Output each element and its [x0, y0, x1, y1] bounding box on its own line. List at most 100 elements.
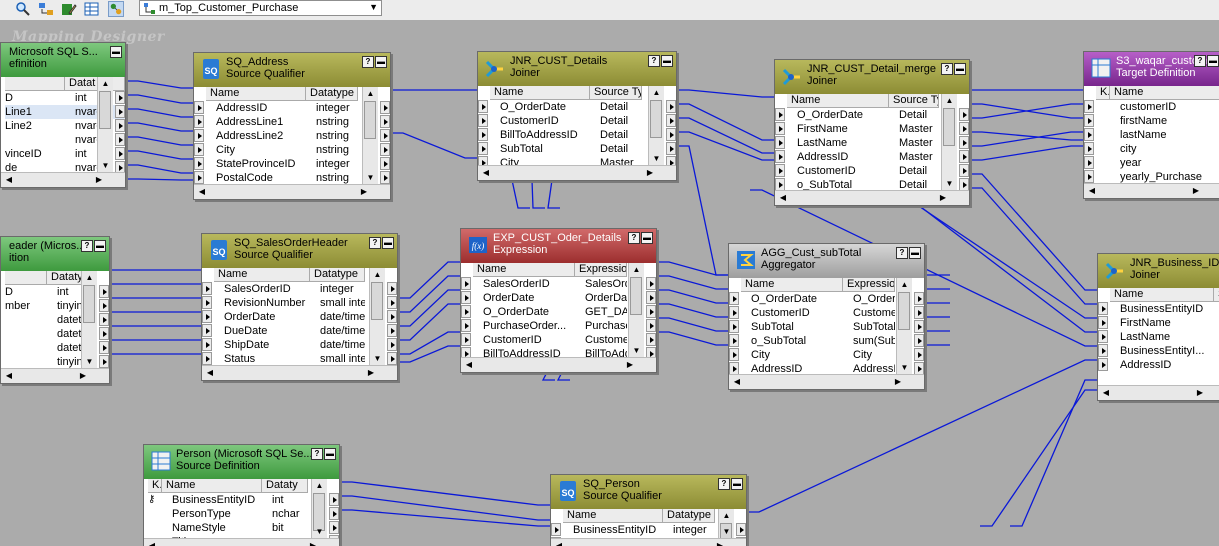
input-port[interactable] — [1084, 128, 1094, 141]
scroll-right-icon[interactable]: ▶ — [646, 168, 654, 177]
port-name[interactable]: BillToAddressID — [500, 129, 578, 141]
scroll-left-icon[interactable]: ◀ — [465, 360, 473, 369]
port-value[interactable]: nstring — [316, 172, 350, 184]
output-port[interactable] — [959, 164, 969, 177]
port-value[interactable]: O_OrderD — [853, 293, 895, 305]
scroll-right-icon[interactable]: ▶ — [716, 541, 724, 546]
output-port[interactable] — [115, 133, 125, 146]
input-port[interactable] — [202, 352, 212, 365]
port-name[interactable]: OrderDate — [483, 292, 535, 304]
output-port[interactable] — [914, 292, 924, 305]
input-port[interactable] — [775, 122, 785, 135]
horizontal-scrollbar[interactable]: ◀▶ — [202, 365, 397, 380]
chevron-down-icon[interactable]: ▼ — [369, 2, 378, 12]
port-name[interactable]: PostalCode — [216, 172, 273, 184]
minimize-button[interactable]: ▬ — [375, 56, 387, 68]
port-value[interactable]: Detail — [899, 165, 928, 177]
table-icon[interactable] — [84, 1, 100, 17]
minimize-button[interactable]: ▬ — [641, 232, 653, 244]
transformation-src-person[interactable]: Person (Microsoft SQL Se...Source Defini… — [143, 444, 340, 546]
column-header[interactable]: Dataty — [262, 479, 308, 493]
port-value[interactable]: nstring — [316, 144, 350, 156]
output-port[interactable] — [959, 108, 969, 121]
column-header[interactable]: Name — [473, 263, 575, 277]
output-port[interactable] — [115, 105, 125, 118]
output-port[interactable] — [666, 100, 676, 113]
help-button[interactable]: ? — [362, 56, 374, 68]
port-value[interactable]: PersonType — [172, 508, 231, 520]
vertical-scrollbar[interactable]: ▲▼ — [896, 278, 912, 375]
scroll-left-icon[interactable]: ◀ — [779, 193, 787, 202]
output-port[interactable] — [959, 122, 969, 135]
scroll-right-icon[interactable]: ▶ — [626, 360, 634, 369]
port-value[interactable]: date/time — [320, 339, 365, 351]
port-name[interactable]: O_OrderDate — [797, 109, 864, 121]
column-header[interactable]: Name — [1110, 86, 1219, 100]
output-port[interactable] — [666, 128, 676, 141]
output-port[interactable] — [646, 319, 656, 332]
output-port[interactable] — [99, 313, 109, 326]
port-name[interactable]: ShipDate — [224, 339, 270, 351]
input-port[interactable] — [775, 150, 785, 163]
scroll-left-icon[interactable]: ◀ — [5, 175, 13, 184]
port-value[interactable]: datetin — [57, 328, 87, 340]
port-name[interactable]: O_OrderDate — [483, 306, 550, 318]
scroll-thumb[interactable] — [364, 101, 376, 139]
output-port[interactable] — [387, 352, 397, 365]
port-name[interactable]: AddressID — [797, 151, 849, 163]
output-port[interactable] — [99, 327, 109, 340]
minimize-button[interactable]: ▬ — [909, 247, 921, 259]
port-name[interactable]: FirstName — [797, 123, 848, 135]
output-port[interactable] — [666, 142, 676, 155]
column-header[interactable]: Source Ty — [889, 94, 939, 108]
output-port[interactable] — [646, 277, 656, 290]
output-port[interactable] — [115, 91, 125, 104]
input-port[interactable] — [1098, 302, 1108, 315]
vertical-scrollbar[interactable]: ▲▼ — [941, 94, 957, 191]
scroll-down-icon[interactable]: ▼ — [632, 346, 641, 355]
scroll-right-icon[interactable]: ▶ — [1196, 388, 1204, 397]
output-port[interactable] — [914, 348, 924, 361]
help-button[interactable]: ? — [369, 237, 381, 249]
port-value[interactable]: Detail — [600, 129, 629, 141]
input-port[interactable] — [551, 523, 561, 536]
output-port[interactable] — [914, 320, 924, 333]
input-port[interactable] — [1098, 316, 1108, 329]
output-port[interactable] — [380, 115, 390, 128]
port-name[interactable] — [158, 507, 162, 521]
scroll-right-icon[interactable]: ▶ — [1192, 186, 1200, 195]
input-port[interactable] — [461, 291, 471, 304]
horizontal-scrollbar[interactable]: ◀▶ — [144, 538, 339, 546]
input-port[interactable] — [1098, 330, 1108, 343]
scroll-up-icon[interactable]: ▲ — [900, 280, 909, 289]
horizontal-scrollbar[interactable]: ◀▶ — [461, 357, 656, 372]
port-value[interactable]: datetin — [57, 314, 87, 326]
vertical-scrollbar[interactable]: ▲▼ — [362, 87, 378, 185]
column-header[interactable]: Name — [206, 87, 306, 101]
horizontal-scrollbar[interactable]: ◀▶ — [194, 184, 390, 199]
output-port[interactable] — [387, 310, 397, 323]
input-port[interactable] — [775, 108, 785, 121]
help-button[interactable]: ? — [1194, 55, 1206, 67]
transformation-header[interactable]: eader (Micros...ition?▬ — [1, 237, 109, 271]
mapping-canvas[interactable]: Mapping Designer Microsoft SQL S...efini… — [0, 20, 1219, 546]
port-value[interactable]: lastName — [1120, 129, 1167, 141]
output-port[interactable] — [666, 114, 676, 127]
scroll-up-icon[interactable]: ▲ — [373, 270, 382, 279]
output-port[interactable] — [387, 324, 397, 337]
mapping-selector[interactable]: m_Top_Customer_Purchase ▼ — [139, 0, 382, 16]
port-value[interactable]: int — [75, 92, 87, 104]
output-port[interactable] — [387, 296, 397, 309]
port-value[interactable]: int — [272, 494, 284, 506]
port-value[interactable]: integer — [316, 158, 350, 170]
port-name[interactable]: RevisionNumber — [224, 297, 306, 309]
column-header[interactable]: S — [1214, 288, 1219, 302]
port-name[interactable]: Status — [224, 353, 256, 365]
scroll-up-icon[interactable]: ▲ — [85, 273, 94, 282]
